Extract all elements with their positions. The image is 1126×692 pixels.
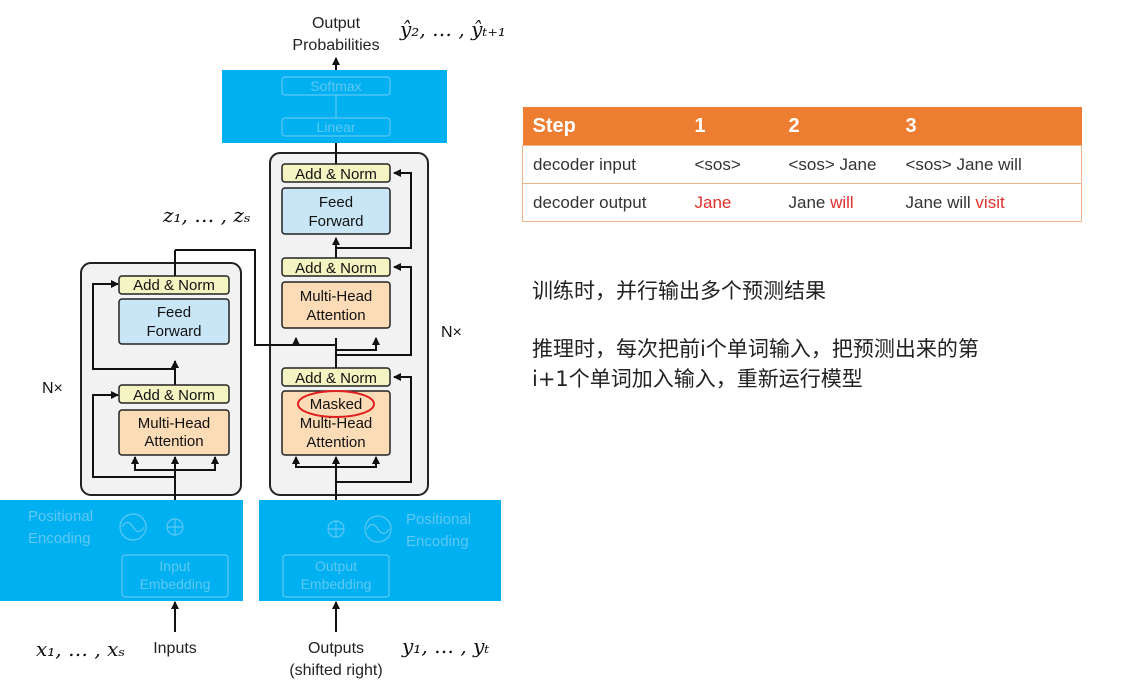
encoder-attention-line1: Multi-Head <box>138 415 211 432</box>
decoder-add-norm-mid <box>281 257 391 277</box>
output-embedding-line1: Output <box>315 558 357 574</box>
decoder-masked-line2: Multi-Head <box>300 415 373 432</box>
linear-label: Linear <box>317 119 356 135</box>
predicted-word: Jane <box>694 192 732 212</box>
decoding-steps-table: Step 1 2 3 decoder input <sos> <sos> Jan… <box>522 107 1082 222</box>
inference-note-line2: i+1个单词加入输入，重新运行模型 <box>532 367 863 391</box>
decoder-output-step-2: Jane will <box>778 183 896 222</box>
decoder-add-norm-top-label: Add & Norm <box>295 166 377 183</box>
encoder-attention <box>118 409 230 456</box>
input-embedding-line2: Embedding <box>140 576 211 592</box>
encoder-feed-forward-line2: Forward <box>146 323 201 340</box>
training-note: 训练时，并行输出多个预测结果 <box>532 279 826 303</box>
encoder-add-norm-bottom-label: Add & Norm <box>133 387 215 404</box>
output-probabilities-line1: Output <box>312 15 361 32</box>
predicted-word: will <box>830 192 854 212</box>
outputs-math: y₁, … , yₜ <box>401 634 489 658</box>
table-row: decoder output Jane Jane will Jane will … <box>522 183 1082 222</box>
transformer-diagram: Add & Norm Feed Forward Add & Norm Multi… <box>0 15 506 679</box>
input-positional-line1: Positional <box>28 508 93 525</box>
table-row: decoder input <sos> <sos> Jane <sos> Jan… <box>522 145 1082 184</box>
output-head-overlay <box>222 70 447 143</box>
decoder-cross-attention-line1: Multi-Head <box>300 288 373 305</box>
table-header-row: Step 1 2 3 <box>522 107 1082 146</box>
row-label-decoder-output: decoder output <box>522 183 685 222</box>
prior-words: Jane <box>788 192 831 212</box>
output-positional-line1: Positional <box>406 511 471 528</box>
decoder-input-step-3: <sos> Jane will <box>895 145 1082 184</box>
predicted-word: visit <box>975 192 1005 212</box>
encoder-add-norm-bottom <box>118 384 230 404</box>
encoder-add-norm-top-label: Add & Norm <box>133 277 215 294</box>
encoder-add-norm-top <box>118 275 230 295</box>
encoder-block <box>80 262 242 496</box>
decoder-add-norm-mid-label: Add & Norm <box>295 260 377 277</box>
decoder-add-norm-bottom-label: Add & Norm <box>295 370 377 387</box>
outputs-label-line1: Outputs <box>308 640 364 657</box>
inputs-math: x₁, … , xₛ <box>36 637 125 661</box>
inference-note-line1: 推理时，每次把前i个单词输入，把预测出来的第 <box>532 337 979 361</box>
encoder-feed-forward <box>118 298 230 345</box>
encoder-output-math: z₁, … , zₛ <box>162 203 251 227</box>
decoder-masked-line1: Masked <box>310 396 363 413</box>
decoder-output-step-1: Jane <box>684 183 779 222</box>
input-embedding-line1: Input <box>159 558 190 574</box>
input-embedding-box <box>121 554 229 598</box>
row-label-decoder-input: decoder input <box>522 145 685 184</box>
softmax-label: Softmax <box>310 78 361 94</box>
decoder-cross-attention <box>281 281 391 329</box>
encoder-nx-label: N× <box>42 380 63 397</box>
inputs-label: Inputs <box>153 640 197 657</box>
output-math: ŷ₂, … , ŷₜ₊₁ <box>399 17 506 41</box>
output-sine-icon <box>364 515 392 543</box>
input-sine-icon <box>119 513 147 541</box>
masked-highlight-ellipse <box>297 390 375 418</box>
decoder-feed-forward-line2: Forward <box>308 213 363 230</box>
output-embedding-line2: Embedding <box>301 576 372 592</box>
outputs-label-line2: (shifted right) <box>289 662 382 679</box>
decoder-add-norm-bottom <box>281 367 391 387</box>
output-positional-line2: Encoding <box>406 533 469 550</box>
prior-words: Jane will <box>905 192 976 212</box>
output-embedding-overlay <box>259 500 501 601</box>
decoder-input-step-2: <sos> Jane <box>778 145 896 184</box>
header-step-2: 2 <box>778 107 896 146</box>
decoder-feed-forward-line1: Feed <box>319 194 353 211</box>
decoder-masked-line3: Attention <box>306 434 365 451</box>
decoder-input-step-1: <sos> <box>684 145 779 184</box>
decoder-add-norm-top <box>281 163 391 183</box>
input-positional-line2: Encoding <box>28 530 91 547</box>
encoder-feed-forward-line1: Feed <box>157 304 191 321</box>
decoder-cross-attention-line2: Attention <box>306 307 365 324</box>
decoder-feed-forward <box>281 187 391 235</box>
decoder-nx-label: N× <box>441 324 462 341</box>
output-probabilities-line2: Probabilities <box>292 37 379 54</box>
decoder-output-step-3: Jane will visit <box>895 183 1082 222</box>
header-step-3: 3 <box>895 107 1082 146</box>
header-step: Step <box>522 107 685 146</box>
output-embedding-box <box>282 554 390 598</box>
encoder-attention-line2: Attention <box>144 433 203 450</box>
header-step-1: 1 <box>684 107 779 146</box>
